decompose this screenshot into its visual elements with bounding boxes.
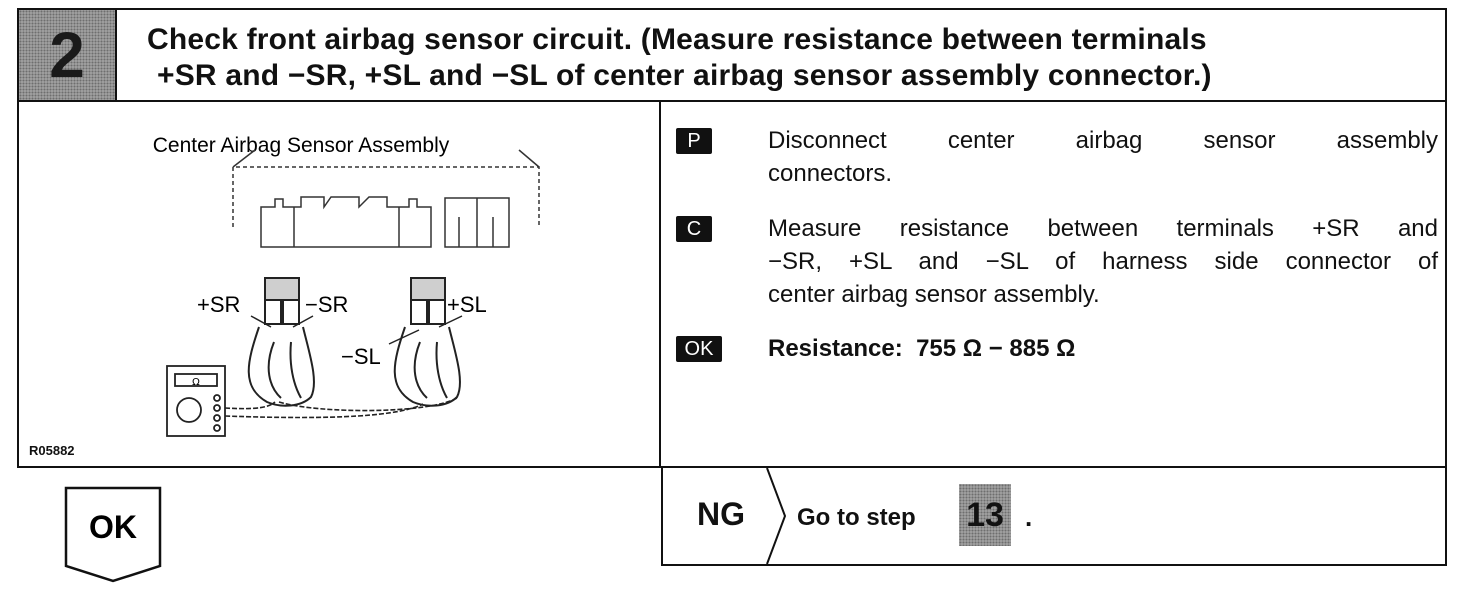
instruction-prep-text: Disconnect center airbag sensor assembly… <box>768 127 1438 187</box>
label-sr-minus: −SR <box>305 292 348 317</box>
step-box: 2 Check front airbag sensor circuit. (Me… <box>17 8 1447 468</box>
ohmmeter <box>166 365 226 437</box>
goto-step-number[interactable]: 13 <box>959 484 1011 546</box>
instruction-check-text: Measure resistance between terminals +SR… <box>768 215 1438 308</box>
meter-ohm-symbol: Ω <box>192 377 200 388</box>
wiring-diagram: Center Airbag Sensor Assembly <box>153 134 540 437</box>
label-sl-plus: +SL <box>447 292 487 317</box>
label-sr-plus: +SR <box>197 292 240 317</box>
tag-ok-badge: OK <box>676 336 722 362</box>
ok-result-arrow: OK <box>64 486 164 589</box>
step-header: 2 Check front airbag sensor circuit. (Me… <box>19 10 1445 102</box>
ng-result-box: NG Go to step 13 . <box>661 466 1447 566</box>
step-title-line2: +SR and −SR, +SL and −SL of center airba… <box>157 59 1212 92</box>
test-leads <box>224 397 458 419</box>
resistance-spec: Resistance: 755 Ω − 885 Ω <box>768 335 1076 362</box>
probe-right <box>393 277 461 407</box>
illustration-caption: Center Airbag Sensor Assembly <box>153 134 450 157</box>
ok-label: OK <box>89 509 137 545</box>
goto-step-text: Go to step <box>797 504 916 531</box>
tag-c-badge: C <box>676 216 712 242</box>
step-title: Check front airbag sensor circuit. (Meas… <box>147 22 1437 94</box>
illustration-panel: Center Airbag Sensor Assembly <box>19 102 661 466</box>
label-sl-minus: −SL <box>341 344 381 369</box>
center-airbag-connector <box>232 149 540 248</box>
instructions-panel: P Disconnect center airbag sensor assemb… <box>661 102 1447 466</box>
ng-chevron-icon <box>766 468 787 564</box>
goto-period: . <box>1025 502 1033 532</box>
step-title-line1: Check front airbag sensor circuit. (Meas… <box>147 23 1207 56</box>
ng-label: NG <box>697 496 745 532</box>
probe-left <box>247 277 315 407</box>
figure-code: R05882 <box>29 443 75 458</box>
step-number: 2 <box>19 10 117 100</box>
tag-p-badge: P <box>676 128 712 154</box>
